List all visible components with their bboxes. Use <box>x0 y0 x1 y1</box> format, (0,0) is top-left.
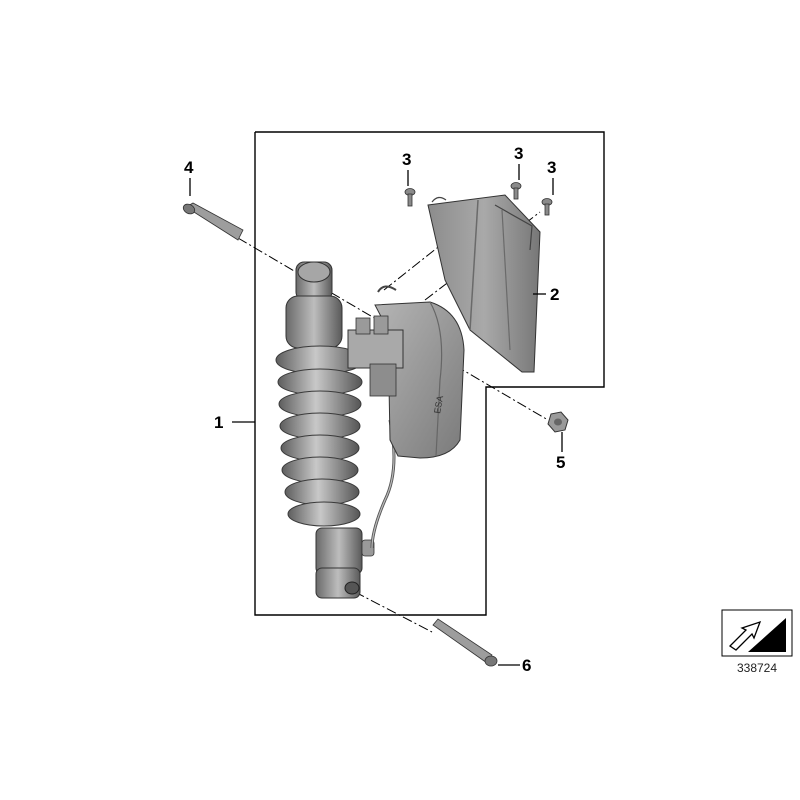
leader-lines <box>189 164 563 666</box>
callout-4: 4 <box>184 158 194 177</box>
lower-bolt <box>432 618 498 667</box>
control-unit: ESA <box>347 285 465 459</box>
screw-icon <box>404 182 553 216</box>
svg-text:ESA: ESA <box>432 395 445 414</box>
callout-1: 1 <box>214 413 224 432</box>
callout-2: 2 <box>550 285 560 304</box>
assembly-frame <box>254 131 605 616</box>
diagram-number: 338724 <box>736 661 778 675</box>
upper-bolt <box>182 202 244 241</box>
callout-3: 3 <box>547 158 557 177</box>
cover-bracket <box>427 194 541 373</box>
arrow-symbol-icon <box>728 620 762 651</box>
diagram-id-box <box>721 609 793 657</box>
nut <box>547 411 569 433</box>
callout-5: 5 <box>556 453 566 472</box>
shock-absorber <box>275 261 375 599</box>
callout-3: 3 <box>402 150 412 169</box>
callout-3: 3 <box>514 144 524 163</box>
callout-6: 6 <box>522 656 532 675</box>
